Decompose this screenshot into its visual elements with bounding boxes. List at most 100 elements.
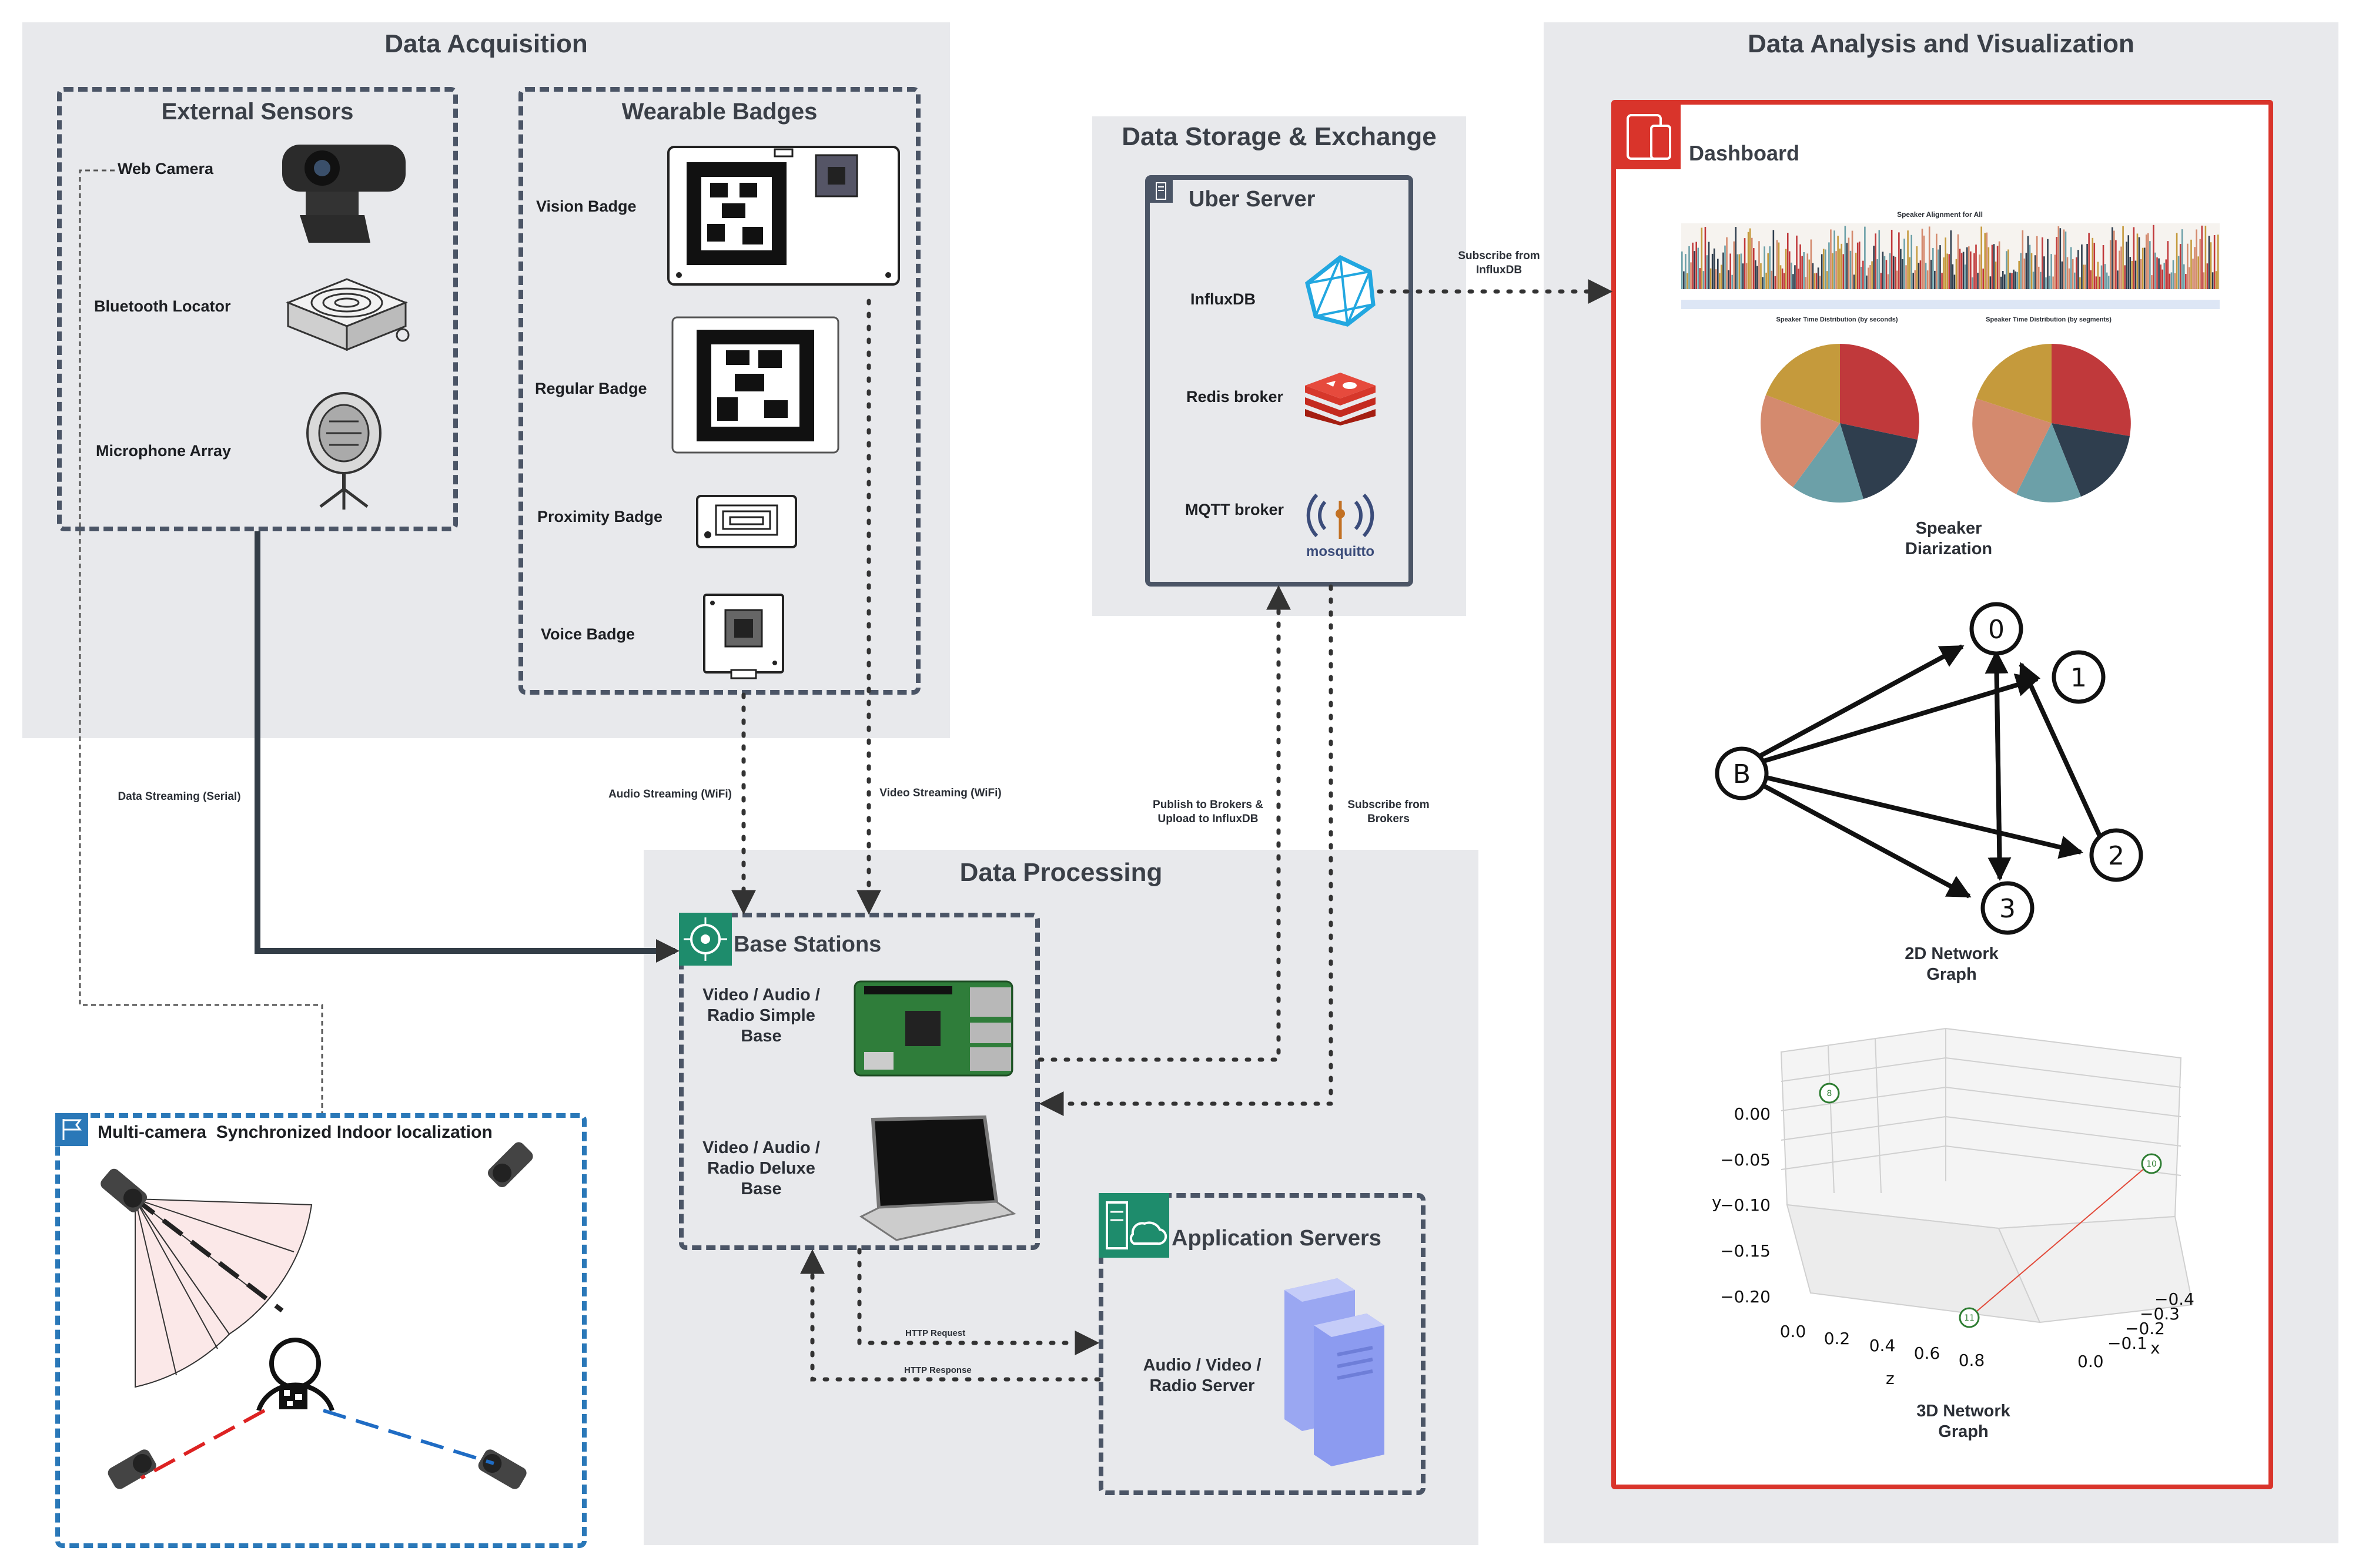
alignment-bar bbox=[1764, 246, 1765, 289]
alignment-bar bbox=[2107, 276, 2110, 289]
alignment-bar bbox=[1697, 247, 1699, 289]
graph-node-1: 1 bbox=[2070, 663, 2087, 693]
alignment-bar bbox=[2119, 250, 2120, 289]
alignment-bar bbox=[2045, 277, 2047, 289]
graph3d-node-11: 11 bbox=[1964, 1314, 1975, 1323]
alignment-bar bbox=[2167, 241, 2169, 289]
alignment-bar bbox=[2131, 260, 2133, 289]
data-acquisition-title: Data Acquisition bbox=[384, 29, 588, 58]
alignment-bar bbox=[2115, 240, 2117, 289]
alignment-bar bbox=[2113, 230, 2115, 289]
alignment-bar bbox=[1846, 243, 1848, 289]
mosquitto-icon: mosquitto bbox=[1306, 493, 1374, 559]
alignment-bar bbox=[1799, 244, 1801, 289]
alignment-bar bbox=[1728, 270, 1729, 289]
graph-node-2: 2 bbox=[2108, 841, 2124, 871]
camera-top-right bbox=[488, 1142, 533, 1187]
alignment-bar bbox=[1812, 263, 1814, 289]
alignment-bar bbox=[2170, 272, 2173, 289]
alignment-bar bbox=[1945, 237, 1946, 289]
alignment-bar bbox=[2179, 244, 2181, 289]
localization-title: Multi-camera Synchronized Indoor localiz… bbox=[98, 1123, 493, 1142]
alignment-bar bbox=[1749, 228, 1751, 289]
alignment-bar bbox=[1726, 237, 1728, 289]
alignment-bar bbox=[2061, 261, 2063, 289]
alignment-bar bbox=[1806, 253, 1809, 289]
alignment-bar bbox=[2140, 259, 2142, 289]
speaker-diarization-label: Speaker Diarization bbox=[1905, 519, 1993, 558]
alignment-bar bbox=[1821, 254, 1823, 289]
alignment-bar bbox=[1819, 276, 1821, 289]
alignment-bar bbox=[2181, 229, 2183, 289]
base-stations-icon bbox=[679, 913, 732, 966]
alignment-bar bbox=[1708, 242, 1710, 289]
alignment-bar bbox=[1894, 256, 1896, 289]
alignment-bar bbox=[1769, 246, 1771, 289]
alignment-bar bbox=[2136, 233, 2139, 289]
alignment-bar bbox=[2106, 272, 2108, 289]
alignment-bar bbox=[1713, 248, 1715, 289]
x-tick-0: −0.4 bbox=[2154, 1289, 2194, 1309]
serial-edge-label: Data Streaming (Serial) bbox=[118, 790, 241, 803]
alignment-bar bbox=[1849, 250, 1852, 289]
web-camera-icon bbox=[282, 145, 406, 243]
alignment-bar bbox=[1861, 266, 1862, 289]
video-wifi-edge-label: Video Streaming (WiFi) bbox=[879, 787, 1002, 799]
alignment-bar bbox=[2030, 253, 2033, 289]
alignment-bar bbox=[2015, 271, 2016, 289]
graph3d-node-10: 10 bbox=[2146, 1160, 2157, 1169]
alignment-bar bbox=[2011, 273, 2013, 289]
alignment-bar bbox=[1681, 251, 1683, 289]
alignment-bar bbox=[1973, 253, 1975, 289]
http-response-edge-label: HTTP Response bbox=[904, 1365, 972, 1375]
alignment-bar bbox=[1960, 253, 1963, 289]
alignment-bar bbox=[2120, 246, 2122, 289]
alignment-bar bbox=[2032, 272, 2035, 289]
alignment-bar bbox=[1932, 247, 1934, 289]
alignment-bar bbox=[1792, 274, 1794, 289]
alignment-bar bbox=[2056, 237, 2058, 289]
application-servers-icon bbox=[1099, 1193, 1169, 1258]
alignment-bar bbox=[1866, 275, 1868, 289]
alignment-bar bbox=[1855, 252, 1857, 289]
alignment-bar bbox=[1771, 270, 1773, 289]
subscribe-brokers-connector bbox=[1039, 584, 1333, 1116]
graph-node-0: 0 bbox=[1988, 615, 2005, 645]
y-tick-1: −0.05 bbox=[1720, 1150, 1771, 1170]
alignment-bar bbox=[1977, 273, 1979, 289]
alignment-bar bbox=[2086, 243, 2088, 289]
alignment-bar bbox=[2201, 225, 2203, 289]
proximity-badge-label: Proximity Badge bbox=[537, 508, 663, 525]
uber-server-group: Uber Server bbox=[1145, 175, 1413, 587]
application-servers-title: Application Servers bbox=[1172, 1226, 1381, 1251]
alignment-bar bbox=[2066, 257, 2069, 289]
alignment-bar bbox=[2077, 250, 2079, 289]
alignment-bar bbox=[1984, 233, 1986, 289]
microphone-array-icon bbox=[306, 392, 382, 510]
http-response-connector bbox=[800, 1249, 1101, 1382]
alignment-bar bbox=[2036, 236, 2038, 289]
alignment-bar bbox=[1964, 264, 1966, 289]
alignment-bar bbox=[1889, 253, 1891, 289]
alignment-bar bbox=[1842, 254, 1845, 289]
alignment-bar bbox=[2217, 234, 2219, 289]
alignment-bar bbox=[2208, 236, 2210, 289]
subscribe-influx-edge-label: Subscribe from InfluxDB bbox=[1458, 250, 1540, 276]
microphone-array-label: Microphone Array bbox=[96, 442, 232, 460]
alignment-bar bbox=[1844, 226, 1846, 289]
localization-group bbox=[55, 1113, 587, 1548]
alignment-bar bbox=[2000, 276, 2002, 289]
alignment-bar bbox=[2073, 272, 2076, 289]
graph3d-label: 3D Network Graph bbox=[1916, 1402, 2010, 1441]
alignment-bar bbox=[1875, 233, 1876, 289]
alignment-bar bbox=[1745, 263, 1748, 289]
alignment-bar bbox=[1751, 237, 1753, 289]
alignment-bar bbox=[2052, 276, 2054, 289]
alignment-bar bbox=[2196, 229, 2197, 289]
alignment-bar bbox=[2093, 243, 2096, 289]
alignment-bar bbox=[1742, 263, 1744, 289]
alignment-bar bbox=[2183, 264, 2185, 289]
z-axis-label: z bbox=[1886, 1369, 1895, 1388]
alignment-bar bbox=[1907, 230, 1909, 289]
alignment-bar bbox=[2124, 265, 2126, 289]
